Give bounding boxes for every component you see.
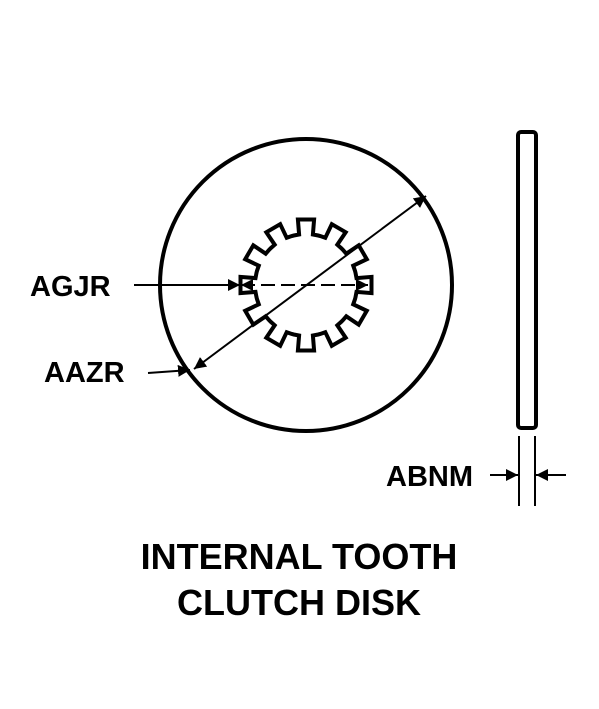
aazr-leader-line [147, 364, 191, 377]
label-abnm: ABNM [386, 461, 473, 493]
label-aazr: AAZR [44, 357, 125, 389]
disk-edge-view [516, 130, 538, 430]
outer-diameter-dimension-line [193, 195, 427, 370]
label-agjr: AGJR [30, 271, 111, 303]
title-line-2: CLUTCH DISK [177, 582, 421, 623]
title-line-1: INTERNAL TOOTH [141, 536, 458, 577]
